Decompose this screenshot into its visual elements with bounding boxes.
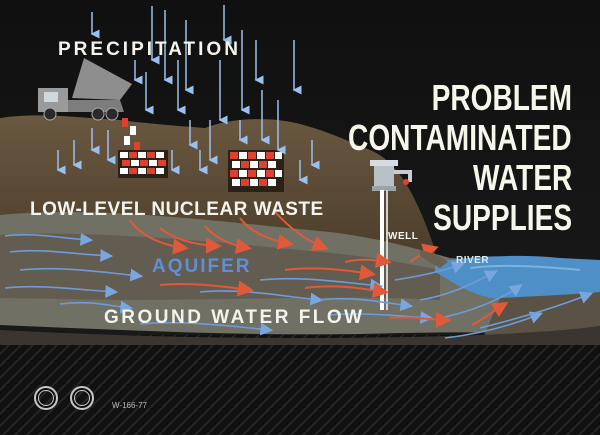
document-code: W-166-77 [112,401,147,410]
well-label: WELL [388,231,419,242]
waste-trench-1 [118,150,168,178]
waste-trench-2 [228,150,284,192]
falling-barrels [122,118,140,151]
aquifer-label: AQUIFER [152,256,252,277]
title-line-2: CONTAMINATED [348,117,572,158]
dump-truck-icon [38,58,132,121]
water-pump-icon [370,160,412,310]
seal-icon [70,386,94,410]
bedrock-layer [0,335,600,435]
nuclear-waste-label: LOW-LEVEL NUCLEAR WASTE [30,199,324,220]
ground-water-flow-arrows [4,232,593,339]
river-label: RIVER [456,255,490,266]
seal-icon [34,386,58,410]
title-line-3: WATER [472,157,572,198]
precipitation-arrows [56,5,320,185]
ground-water-flow-label: GROUND WATER FLOW [104,307,365,328]
contamination-arrows [129,211,509,328]
precipitation-label: PRECIPITATION [58,39,241,60]
title-line-1: PROBLEM [431,77,572,118]
title-line-4: SUPPLIES [433,197,572,238]
